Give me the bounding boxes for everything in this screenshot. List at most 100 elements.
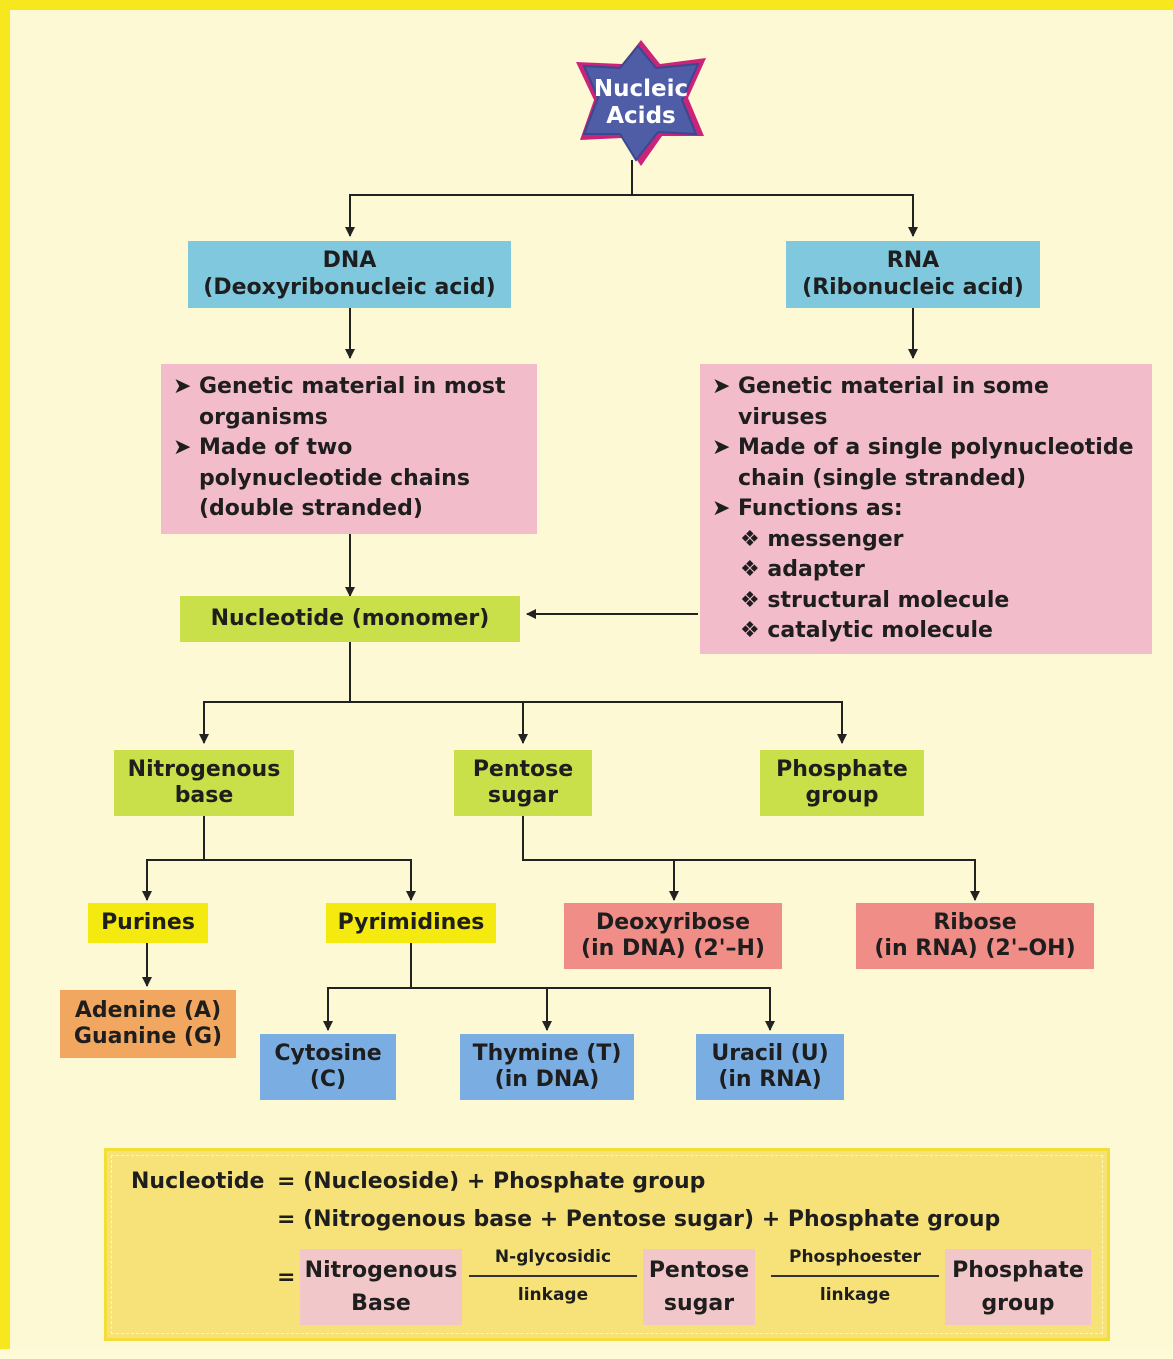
chevron-right-icon: ➤ — [712, 374, 731, 399]
rna-function-item: ❖ messenger — [740, 525, 1142, 556]
formula-base-line-1: Nitrogenous — [304, 1258, 458, 1283]
formula-line-2: = (Nitrogenous base + Pentose sugar) + P… — [277, 1207, 1001, 1232]
rna-function-item: ❖ adapter — [740, 555, 1142, 586]
ribose-line-2: (in RNA) (2'–OH) — [874, 936, 1076, 961]
deoxyribose-line-2: (in DNA) (2'–H) — [581, 936, 765, 961]
pyrimidines-label: Pyrimidines — [337, 909, 485, 935]
diamond-bullet-icon: ❖ — [740, 526, 768, 552]
arrow-to-dna — [345, 160, 633, 237]
link-2-top: Phosphoester — [789, 1247, 921, 1267]
rna-function-item: ❖ structural molecule — [740, 586, 1142, 617]
dna-feature-1-line-1: Genetic material in most — [199, 374, 506, 399]
uracil-box: Uracil (U) (in RNA) — [696, 1034, 844, 1100]
dna-features-box: ➤ Genetic material in most organisms ➤ M… — [161, 364, 537, 534]
cytosine-line-1: Cytosine — [274, 1040, 382, 1066]
arrow-to-phosphate — [523, 701, 847, 744]
arrow-to-ribose — [674, 859, 980, 901]
rna-function-label: messenger — [767, 526, 904, 552]
rna-feature-item: ➤ Genetic material in some viruses — [712, 372, 1142, 433]
purine-bases-box: Adenine (A) Guanine (G) — [60, 990, 236, 1058]
purines-label: Purines — [101, 909, 195, 935]
rna-feature-item: ➤ Made of a single polynucleotide chain … — [712, 433, 1142, 494]
cytosine-line-2: (C) — [309, 1067, 347, 1092]
uracil-line-2: (in RNA) — [718, 1067, 822, 1092]
deoxyribose-line-1: Deoxyribose — [595, 909, 751, 935]
arrow-to-base — [199, 642, 351, 744]
rna-full-name: (Ribonucleic acid) — [802, 274, 1024, 300]
nitrogenous-base-box: Nitrogenous base — [114, 750, 294, 816]
dna-feature-1-line-2: organisms — [199, 404, 328, 430]
formula-nucleotide-label: Nucleotide — [131, 1169, 265, 1194]
arrow-to-cytosine — [323, 943, 412, 1031]
rna-feature-3-line-1: Functions as: — [738, 496, 903, 521]
chevron-right-icon: ➤ — [173, 374, 192, 399]
formula-base-box: Nitrogenous Base — [300, 1249, 462, 1325]
rna-box: RNA (Ribonucleic acid) — [786, 241, 1040, 308]
rna-feature-1-line-2: viruses — [738, 404, 828, 430]
chevron-right-icon: ➤ — [173, 435, 192, 460]
rna-function-label: catalytic molecule — [767, 618, 993, 643]
arrow-to-sugar — [350, 701, 528, 744]
uracil-line-1: Uracil (U) — [711, 1040, 829, 1066]
rna-feature-2-line-1: Made of a single polynucleotide — [738, 435, 1134, 460]
title-line-2: Acids — [606, 103, 676, 129]
thymine-line-2: (in DNA) — [494, 1067, 600, 1092]
rna-name: RNA — [886, 248, 940, 274]
formula-line-1: = (Nucleoside) + Phosphate group — [277, 1169, 706, 1194]
dna-feature-2-line-3: (double stranded) — [199, 496, 423, 521]
ribose-box: Ribose (in RNA) (2'–OH) — [856, 903, 1094, 969]
formula-sugar-box: Pentose sugar — [643, 1249, 755, 1325]
arrow-to-purines — [142, 816, 205, 901]
rna-feature-item: ➤ Functions as: — [712, 494, 1142, 525]
title-line-1: Nucleic — [593, 76, 689, 102]
phosphate-group-line-1: Phosphate — [776, 756, 908, 782]
formula-base-line-2: Base — [351, 1291, 411, 1316]
phosphate-group-line-2: group — [805, 783, 879, 808]
link-2-rule — [771, 1275, 939, 1277]
link-1-rule — [469, 1275, 637, 1277]
arrow-to-thymine — [411, 987, 552, 1031]
deoxyribose-box: Deoxyribose (in DNA) (2'–H) — [564, 903, 782, 969]
link-1-top: N-glycosidic — [494, 1247, 612, 1267]
pentose-sugar-line-1: Pentose — [472, 756, 574, 782]
arrow-to-uracil — [547, 987, 775, 1031]
cytosine-box: Cytosine (C) — [260, 1034, 396, 1100]
nucleotide-label: Nucleotide (monomer) — [210, 605, 490, 631]
formula-phosphate-line-2: group — [981, 1291, 1055, 1316]
formula-phosphate-line-1: Phosphate — [952, 1258, 1084, 1283]
rna-function-item: ❖ catalytic molecule — [740, 616, 1142, 647]
dna-name: DNA — [322, 248, 377, 274]
thymine-line-1: Thymine (T) — [472, 1040, 622, 1066]
pentose-sugar-box: Pentose sugar — [454, 750, 592, 816]
dna-full-name: (Deoxyribonucleic acid) — [203, 274, 496, 300]
nitrogenous-base-line-2: base — [174, 783, 234, 808]
formula-phosphate-box: Phosphate group — [945, 1249, 1091, 1325]
guanine-label: Guanine (G) — [73, 1024, 223, 1049]
rna-function-label: adapter — [767, 557, 865, 582]
pyrimidines-box: Pyrimidines — [326, 903, 496, 943]
dna-feature-item: ➤ Made of two polynucleotide chains (dou… — [173, 433, 527, 525]
dna-box: DNA (Deoxyribonucleic acid) — [188, 241, 511, 308]
rna-functions-list: ❖ messenger ❖ adapter ❖ structural molec… — [712, 525, 1142, 647]
formula-sugar-line-1: Pentose — [648, 1258, 750, 1283]
rna-function-label: structural molecule — [767, 587, 1010, 613]
nucleotide-formula-panel: Nucleotide = (Nucleoside) + Phosphate gr… — [104, 1148, 1110, 1341]
arrow-to-deoxyribose — [522, 816, 679, 901]
dna-feature-item: ➤ Genetic material in most organisms — [173, 372, 527, 433]
dna-feature-2-line-1: Made of two — [199, 435, 353, 460]
chevron-right-icon: ➤ — [712, 496, 731, 521]
phosphoester-linkage: Phosphoester linkage — [771, 1247, 939, 1305]
link-1-bottom: linkage — [517, 1285, 589, 1305]
nucleotide-box: Nucleotide (monomer) — [180, 596, 520, 642]
arrow-to-pyrimidines — [204, 859, 416, 901]
ribose-line-1: Ribose — [933, 909, 1017, 935]
pentose-sugar-line-2: sugar — [487, 783, 559, 808]
diamond-bullet-icon: ❖ — [740, 587, 768, 613]
phosphate-group-box: Phosphate group — [760, 750, 924, 816]
connector-lines — [142, 160, 980, 1031]
link-2-bottom: linkage — [819, 1285, 891, 1305]
thymine-box: Thymine (T) (in DNA) — [460, 1034, 634, 1100]
arrow-to-rna — [632, 194, 918, 237]
title-star: Nucleic Acids — [572, 40, 710, 168]
